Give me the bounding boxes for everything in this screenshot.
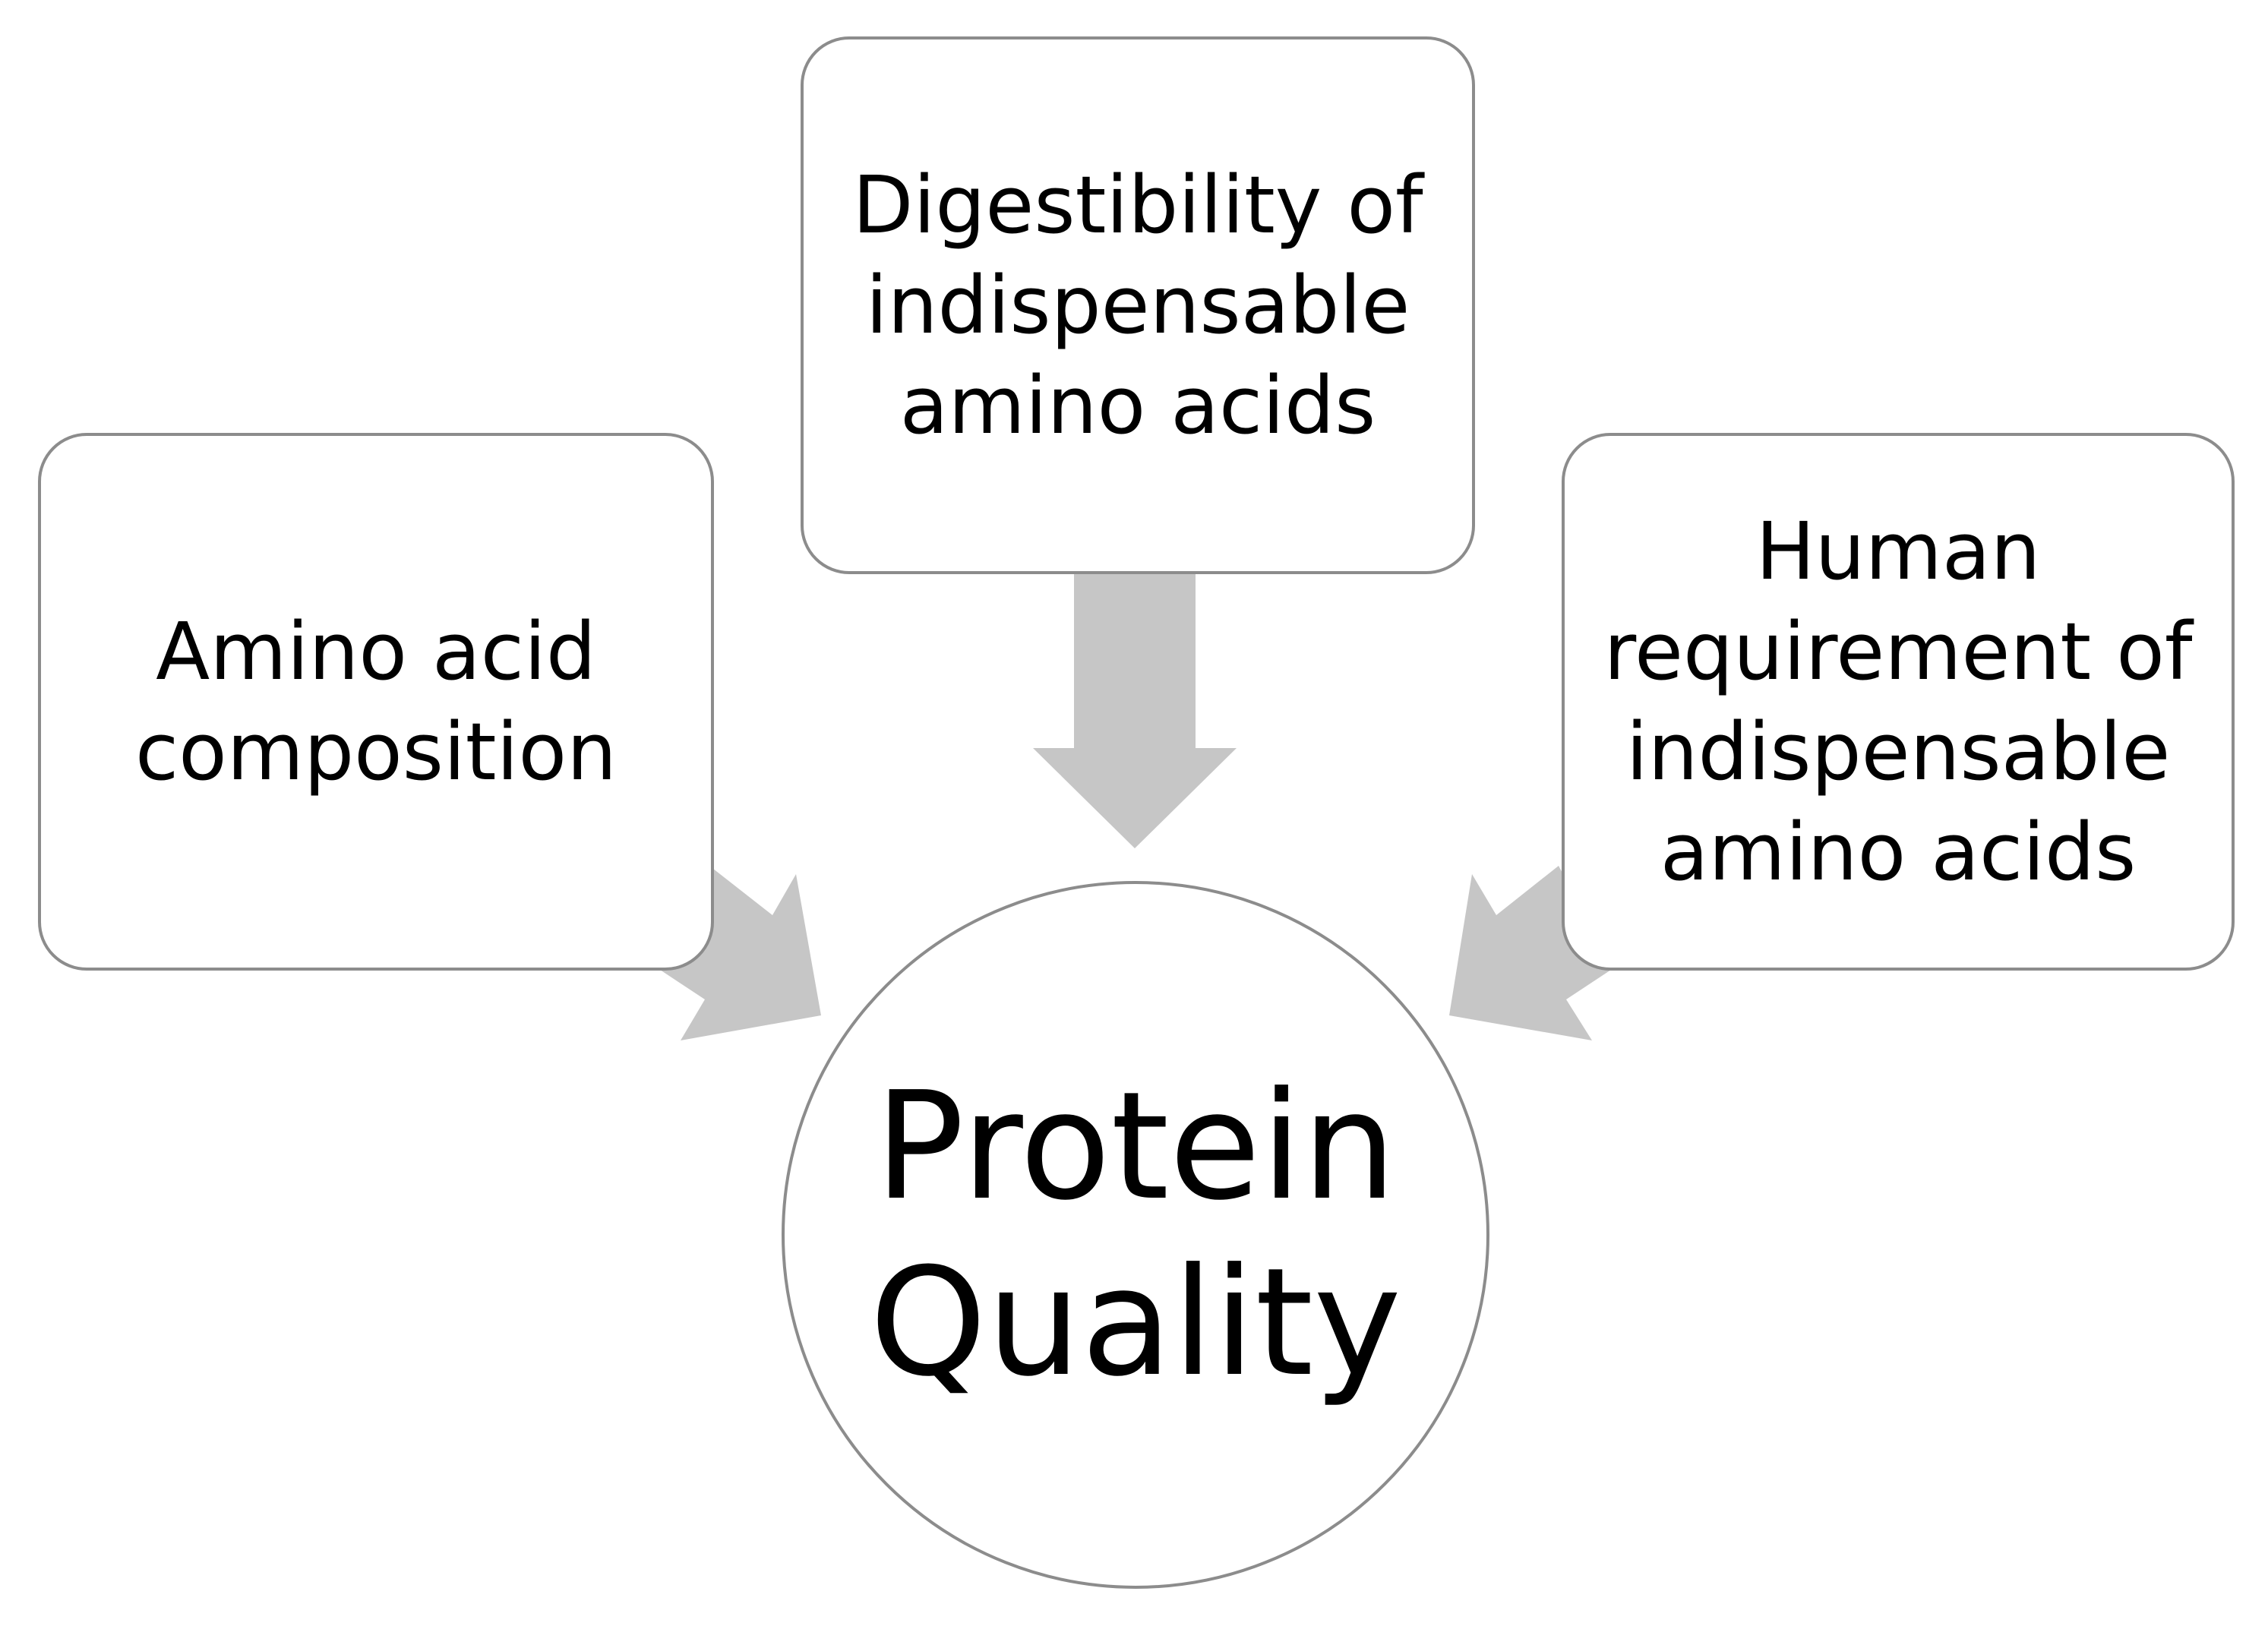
human-requirement-box: Human requirement of indispensable amino… <box>1562 433 2235 971</box>
digestibility-label: Digestibility of indispensable amino aci… <box>852 159 1423 452</box>
amino-acid-composition-label: Amino acid composition <box>134 605 618 798</box>
protein-quality-circle: Protein Quality <box>782 881 1489 1589</box>
arrow-down <box>1033 574 1237 848</box>
digestibility-box: Digestibility of indispensable amino aci… <box>801 36 1475 574</box>
protein-quality-label: Protein Quality <box>869 1060 1402 1410</box>
human-requirement-label: Human requirement of indispensable amino… <box>1603 505 2193 898</box>
amino-acid-composition-box: Amino acid composition <box>38 433 714 971</box>
